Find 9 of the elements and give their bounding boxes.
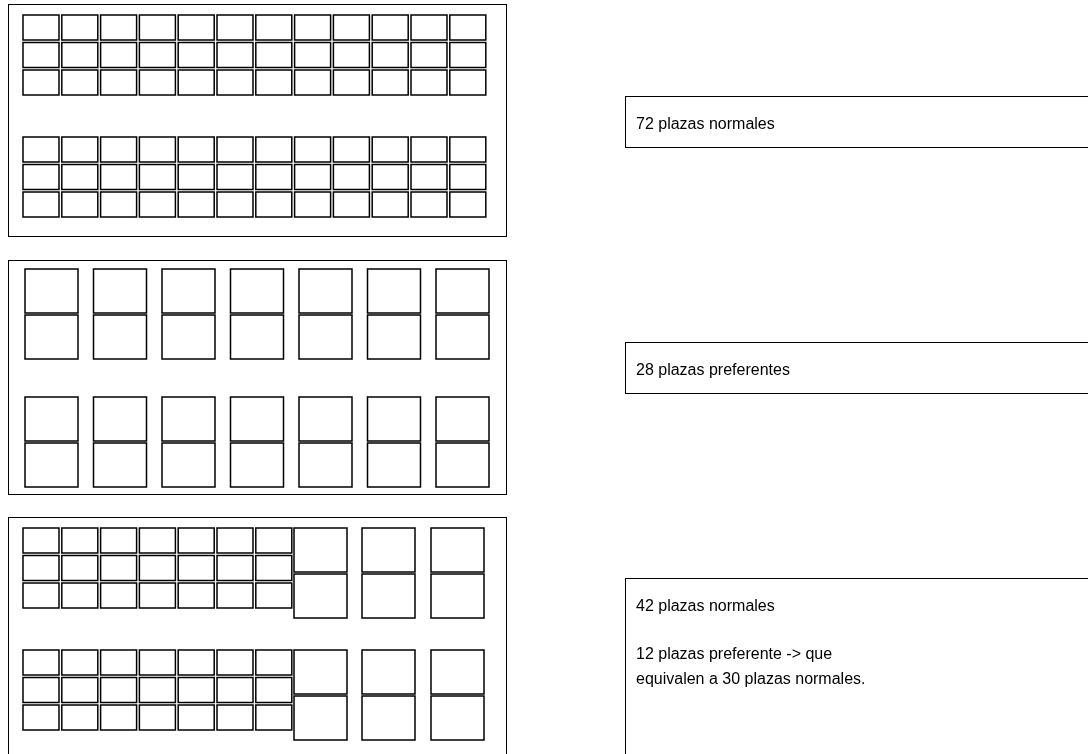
text-box: [625, 578, 1088, 754]
note-text: 42 plazas normales: [636, 596, 776, 616]
seating-panel: [8, 517, 507, 754]
note-text: 12 plazas preferente -> que equivalen a 30 plazas normales.: [636, 643, 867, 690]
note-text: 28 plazas preferentes: [636, 360, 791, 380]
seating-panel: [8, 4, 507, 237]
text-box: [625, 342, 1088, 394]
note-text: 72 plazas normales: [636, 114, 776, 134]
text-box: [625, 96, 1088, 148]
